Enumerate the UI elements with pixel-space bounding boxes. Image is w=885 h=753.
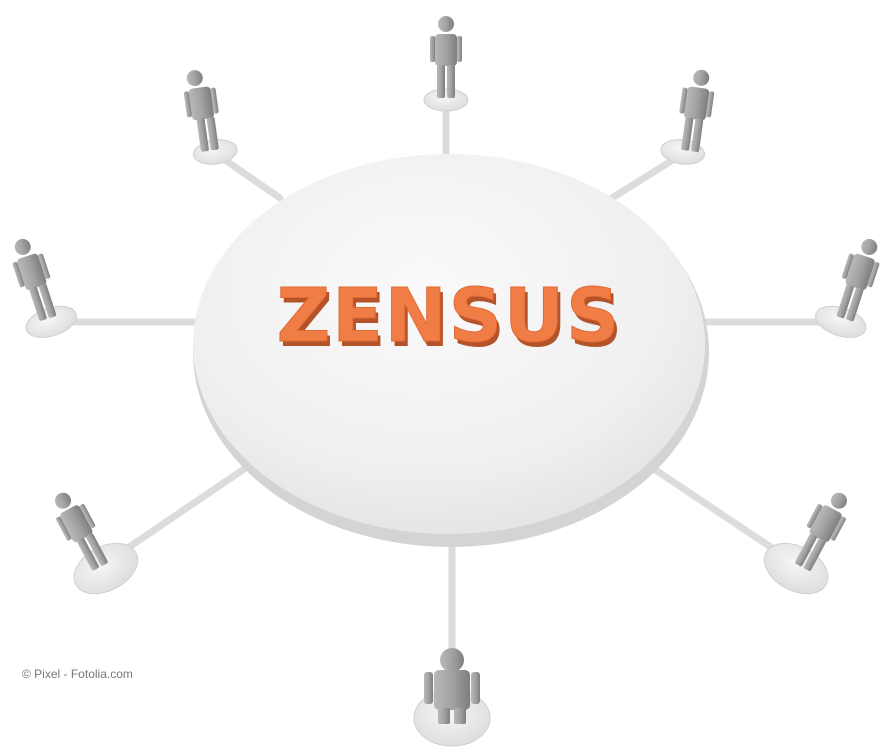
connector-line	[608, 154, 680, 202]
connector-line	[644, 461, 794, 564]
title-group: ZENSUS ZENSUS	[276, 273, 625, 365]
zensus-title: ZENSUS	[277, 273, 622, 359]
title-shadow: ZENSUS	[280, 278, 625, 364]
person-figure	[763, 492, 847, 595]
connector-line	[106, 461, 254, 564]
person-figure	[413, 648, 491, 747]
person-figure	[183, 70, 238, 165]
photo-credit: © Pixel - Fotolia.com	[22, 667, 133, 681]
person-figure	[660, 69, 715, 165]
connector-lines	[56, 96, 834, 674]
round-table	[193, 154, 709, 547]
person-figure	[55, 492, 139, 595]
person-figure	[12, 238, 77, 338]
connector-line	[218, 154, 284, 202]
figures	[12, 16, 880, 747]
person-figure	[423, 16, 469, 112]
person-figure	[815, 238, 880, 338]
